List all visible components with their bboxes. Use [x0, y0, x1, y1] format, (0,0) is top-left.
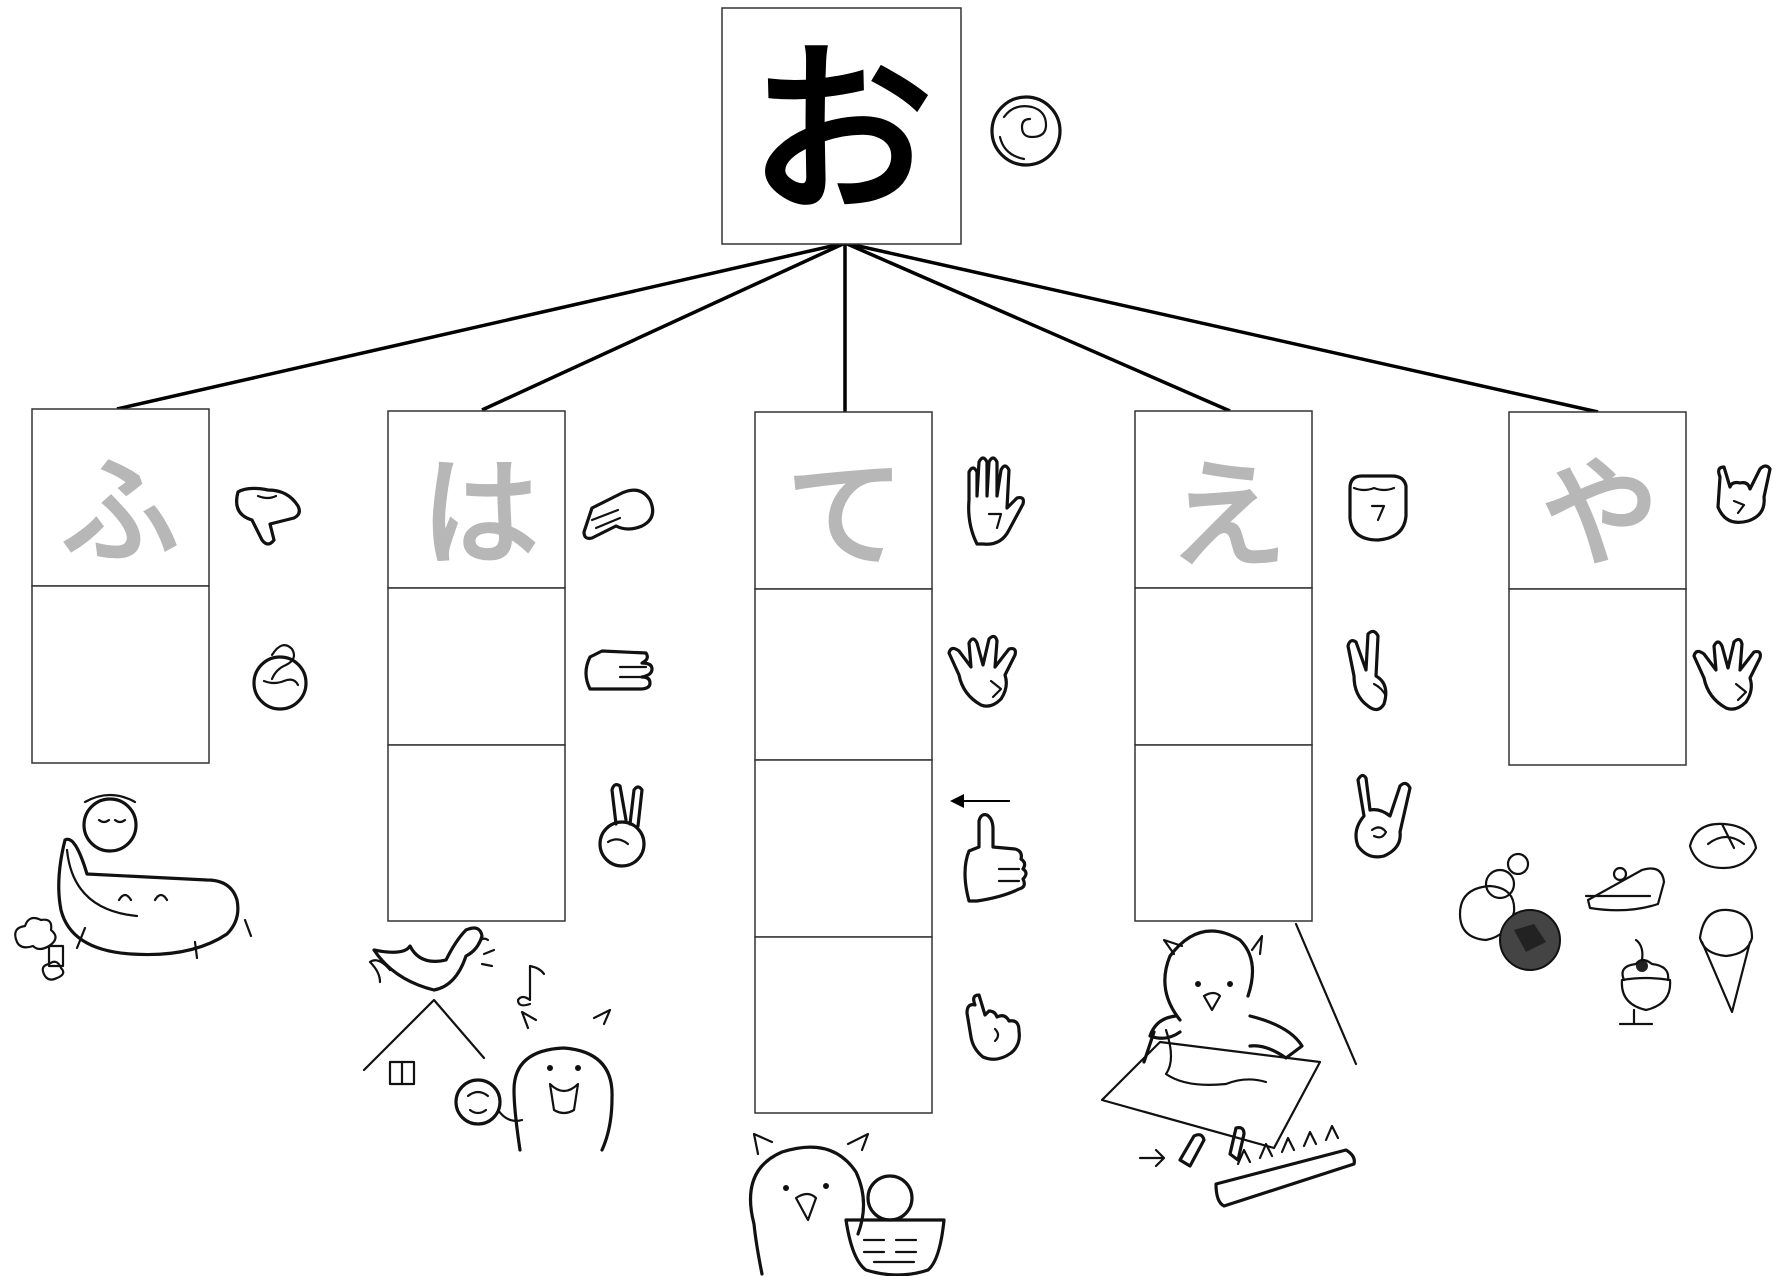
char-box-ya: [1508, 411, 1687, 590]
bear-in-bathtub-icon: [14, 793, 253, 981]
arrow-left-icon: [950, 794, 1010, 808]
bear-drawing-with-crayons-icon: [1100, 922, 1358, 1208]
tree-connectors: [116, 241, 1599, 414]
branch-char-fu: ふ: [61, 443, 179, 581]
branch-char-te: て: [786, 446, 904, 584]
empty-box-e-1: [1134, 587, 1313, 746]
fu-hand-sign-icon: [252, 644, 308, 711]
root-char: お: [749, 24, 934, 240]
v-sign-icon: [1346, 629, 1388, 712]
branch-char-ya: や: [1541, 445, 1659, 583]
empty-box-te-3: [754, 936, 933, 1114]
pointing-down-hand-sign-icon: [235, 486, 301, 546]
root-node: お: [721, 7, 962, 245]
branch-char-ha: は: [421, 445, 539, 583]
fist-front-sign-icon: [1348, 474, 1408, 542]
rooster-and-bear-singing-icon: [362, 926, 614, 1152]
connector-e: [844, 241, 1231, 413]
flat-hand-sideways-sign-icon: [584, 649, 654, 691]
empty-box-ha-1: [387, 587, 566, 746]
three-fingers-sign-icon: [1692, 637, 1762, 711]
connector-fu: [116, 241, 846, 411]
two-fingers-sign-icon: [598, 783, 646, 868]
char-box-e: [1134, 410, 1313, 589]
empty-box-te-1: [754, 588, 933, 761]
ha-hand-sign-icon: [582, 488, 655, 540]
pinky-sign-icon: [965, 993, 1021, 1061]
three-fingers-sign-icon: [947, 634, 1017, 708]
branch-ya: や: [1458, 411, 1772, 1026]
branch-e: え: [1100, 410, 1412, 1208]
empty-box-ha-2: [387, 744, 566, 922]
branch-te: て: [749, 411, 1028, 1276]
connector-ha: [481, 241, 846, 412]
char-box-fu: [31, 408, 210, 587]
open-palm-sign-icon: [967, 456, 1025, 546]
bear-with-basket-icon: [749, 1132, 946, 1276]
char-box-ha: [387, 410, 566, 589]
sweets-and-snacks-icon: [1458, 822, 1758, 1026]
empty-box-ya-1: [1508, 588, 1687, 766]
thumbs-up-sign-icon: [963, 813, 1028, 903]
ya-hand-sign-icon: [1716, 464, 1772, 524]
root-box: [721, 7, 962, 245]
horns-sign-icon: [1354, 773, 1412, 859]
branch-char-e: え: [1169, 447, 1287, 585]
connector-ya: [844, 241, 1599, 414]
empty-box-e-2: [1134, 744, 1313, 922]
branch-ha: は: [362, 410, 655, 1152]
branch-fu: ふ: [14, 408, 308, 981]
empty-box-fu-1: [31, 585, 210, 764]
empty-box-te-2: [754, 759, 933, 938]
fist-hand-sign-icon: [990, 95, 1062, 167]
